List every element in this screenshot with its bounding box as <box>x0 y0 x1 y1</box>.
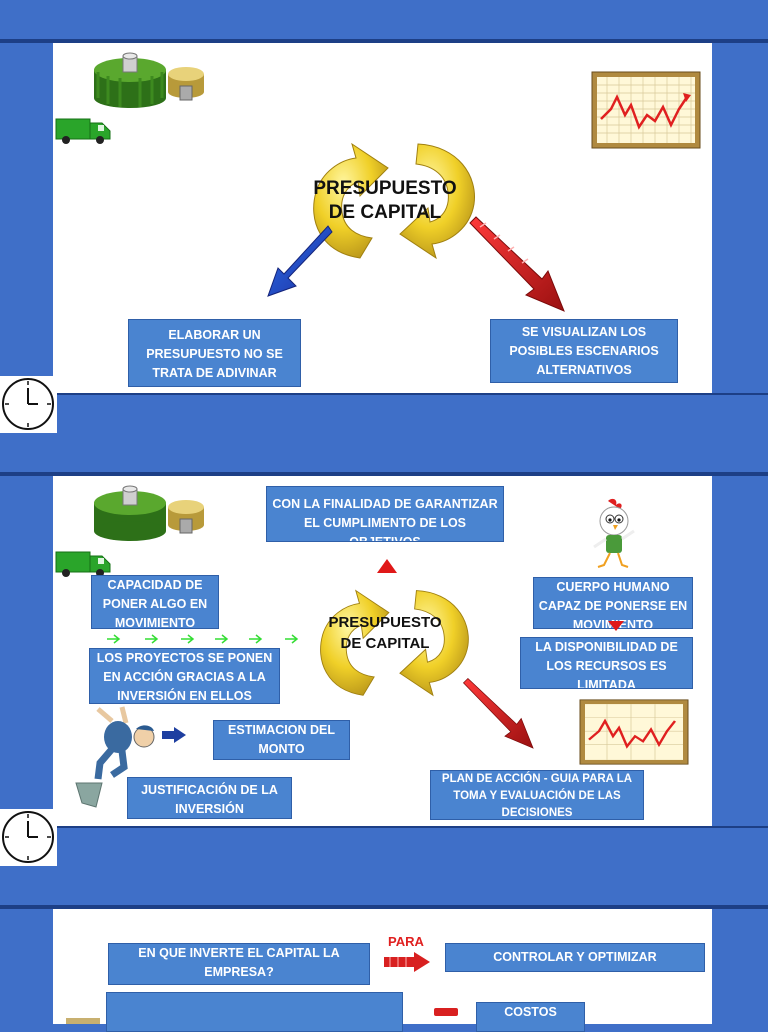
slide-1: PRESUPUESTO DE CAPITAL ELABORAR UN PRESU… <box>0 0 768 433</box>
slide-3-box-large <box>106 992 403 1032</box>
clock-icon <box>0 376 57 433</box>
slide-2-title: PRESUPUESTO DE CAPITAL <box>320 612 450 654</box>
slide-2-bottom-band <box>0 826 768 828</box>
slide-3-box-controlar: CONTROLAR Y OPTIMIZAR <box>445 943 705 972</box>
slide-2-box-estimacion: ESTIMACION DEL MONTO <box>213 720 350 760</box>
slide-2-box-proyectos: LOS PROYECTOS SE PONEN EN ACCIÓN GRACIAS… <box>89 648 280 704</box>
para-label: PARA <box>388 934 424 949</box>
red-small-bar-icon <box>434 1008 458 1016</box>
slide-2-box-plan: PLAN DE ACCIÓN - GUIA PARA LA TOMA Y EVA… <box>430 770 644 820</box>
gears-icon <box>94 52 204 108</box>
slide-2: CON LA FINALIDAD DE GARANTIZAR EL CUMPLI… <box>0 433 768 866</box>
red-arrow-icon <box>469 216 565 312</box>
chicken-character-icon <box>593 498 635 568</box>
slide-2-box-justificacion: JUSTIFICACIÓN DE LA INVERSIÓN <box>127 777 292 819</box>
red-arrow-icon <box>462 677 534 749</box>
cycle-arrows-graphic <box>320 589 469 697</box>
trend-chart-picture <box>579 699 689 765</box>
red-down-triangle-icon <box>608 621 624 631</box>
gears-icon <box>94 485 204 541</box>
truck-icon <box>55 551 111 577</box>
cycle-arrows-graphic <box>313 142 475 260</box>
slide-2-top-band <box>0 472 768 476</box>
slide-1-box-right: SE VISUALIZAN LOS POSIBLES ESCENARIOS AL… <box>490 319 678 383</box>
slide-1-title-line2: DE CAPITAL <box>328 202 442 223</box>
slide-3: EN QUE INVERTE EL CAPITAL LA EMPRESA? PA… <box>0 866 768 1032</box>
slide-2-title-line2: DE CAPITAL <box>340 635 430 652</box>
slide-1-top-band <box>0 39 768 43</box>
slide-1-box-left: ELABORAR UN PRESUPUESTO NO SE TRATA DE A… <box>128 319 301 387</box>
red-triangle-icon <box>377 559 397 573</box>
slide-2-box-top: CON LA FINALIDAD DE GARANTIZAR EL CUMPLI… <box>266 486 504 542</box>
slide-2-title-line1: PRESUPUESTO <box>328 614 442 631</box>
clock-icon <box>0 809 57 866</box>
slide-3-box-pregunta: EN QUE INVERTE EL CAPITAL LA EMPRESA? <box>108 943 370 985</box>
green-dashed-arrows <box>107 634 299 644</box>
falling-man-icon <box>75 706 186 808</box>
truck-icon <box>55 118 111 144</box>
slide-2-box-capacidad: CAPACIDAD DE PONER ALGO EN MOVIMIENTO <box>91 575 219 629</box>
red-right-arrow-icon <box>384 952 430 972</box>
blue-arrow-icon <box>267 225 333 297</box>
slide-1-title-line1: PRESUPUESTO <box>313 178 457 199</box>
partial-icon <box>66 1018 100 1024</box>
trend-chart-picture <box>591 71 701 149</box>
slide-2-box-disponibilidad: LA DISPONIBILIDAD DE LOS RECURSOS ES LIM… <box>520 637 693 689</box>
slide-1-bottom-band <box>0 393 768 395</box>
slide-3-top-band <box>0 905 768 909</box>
slide-3-box-costos: COSTOS <box>476 1002 585 1032</box>
slide-1-title: PRESUPUESTO DE CAPITAL <box>300 177 470 225</box>
